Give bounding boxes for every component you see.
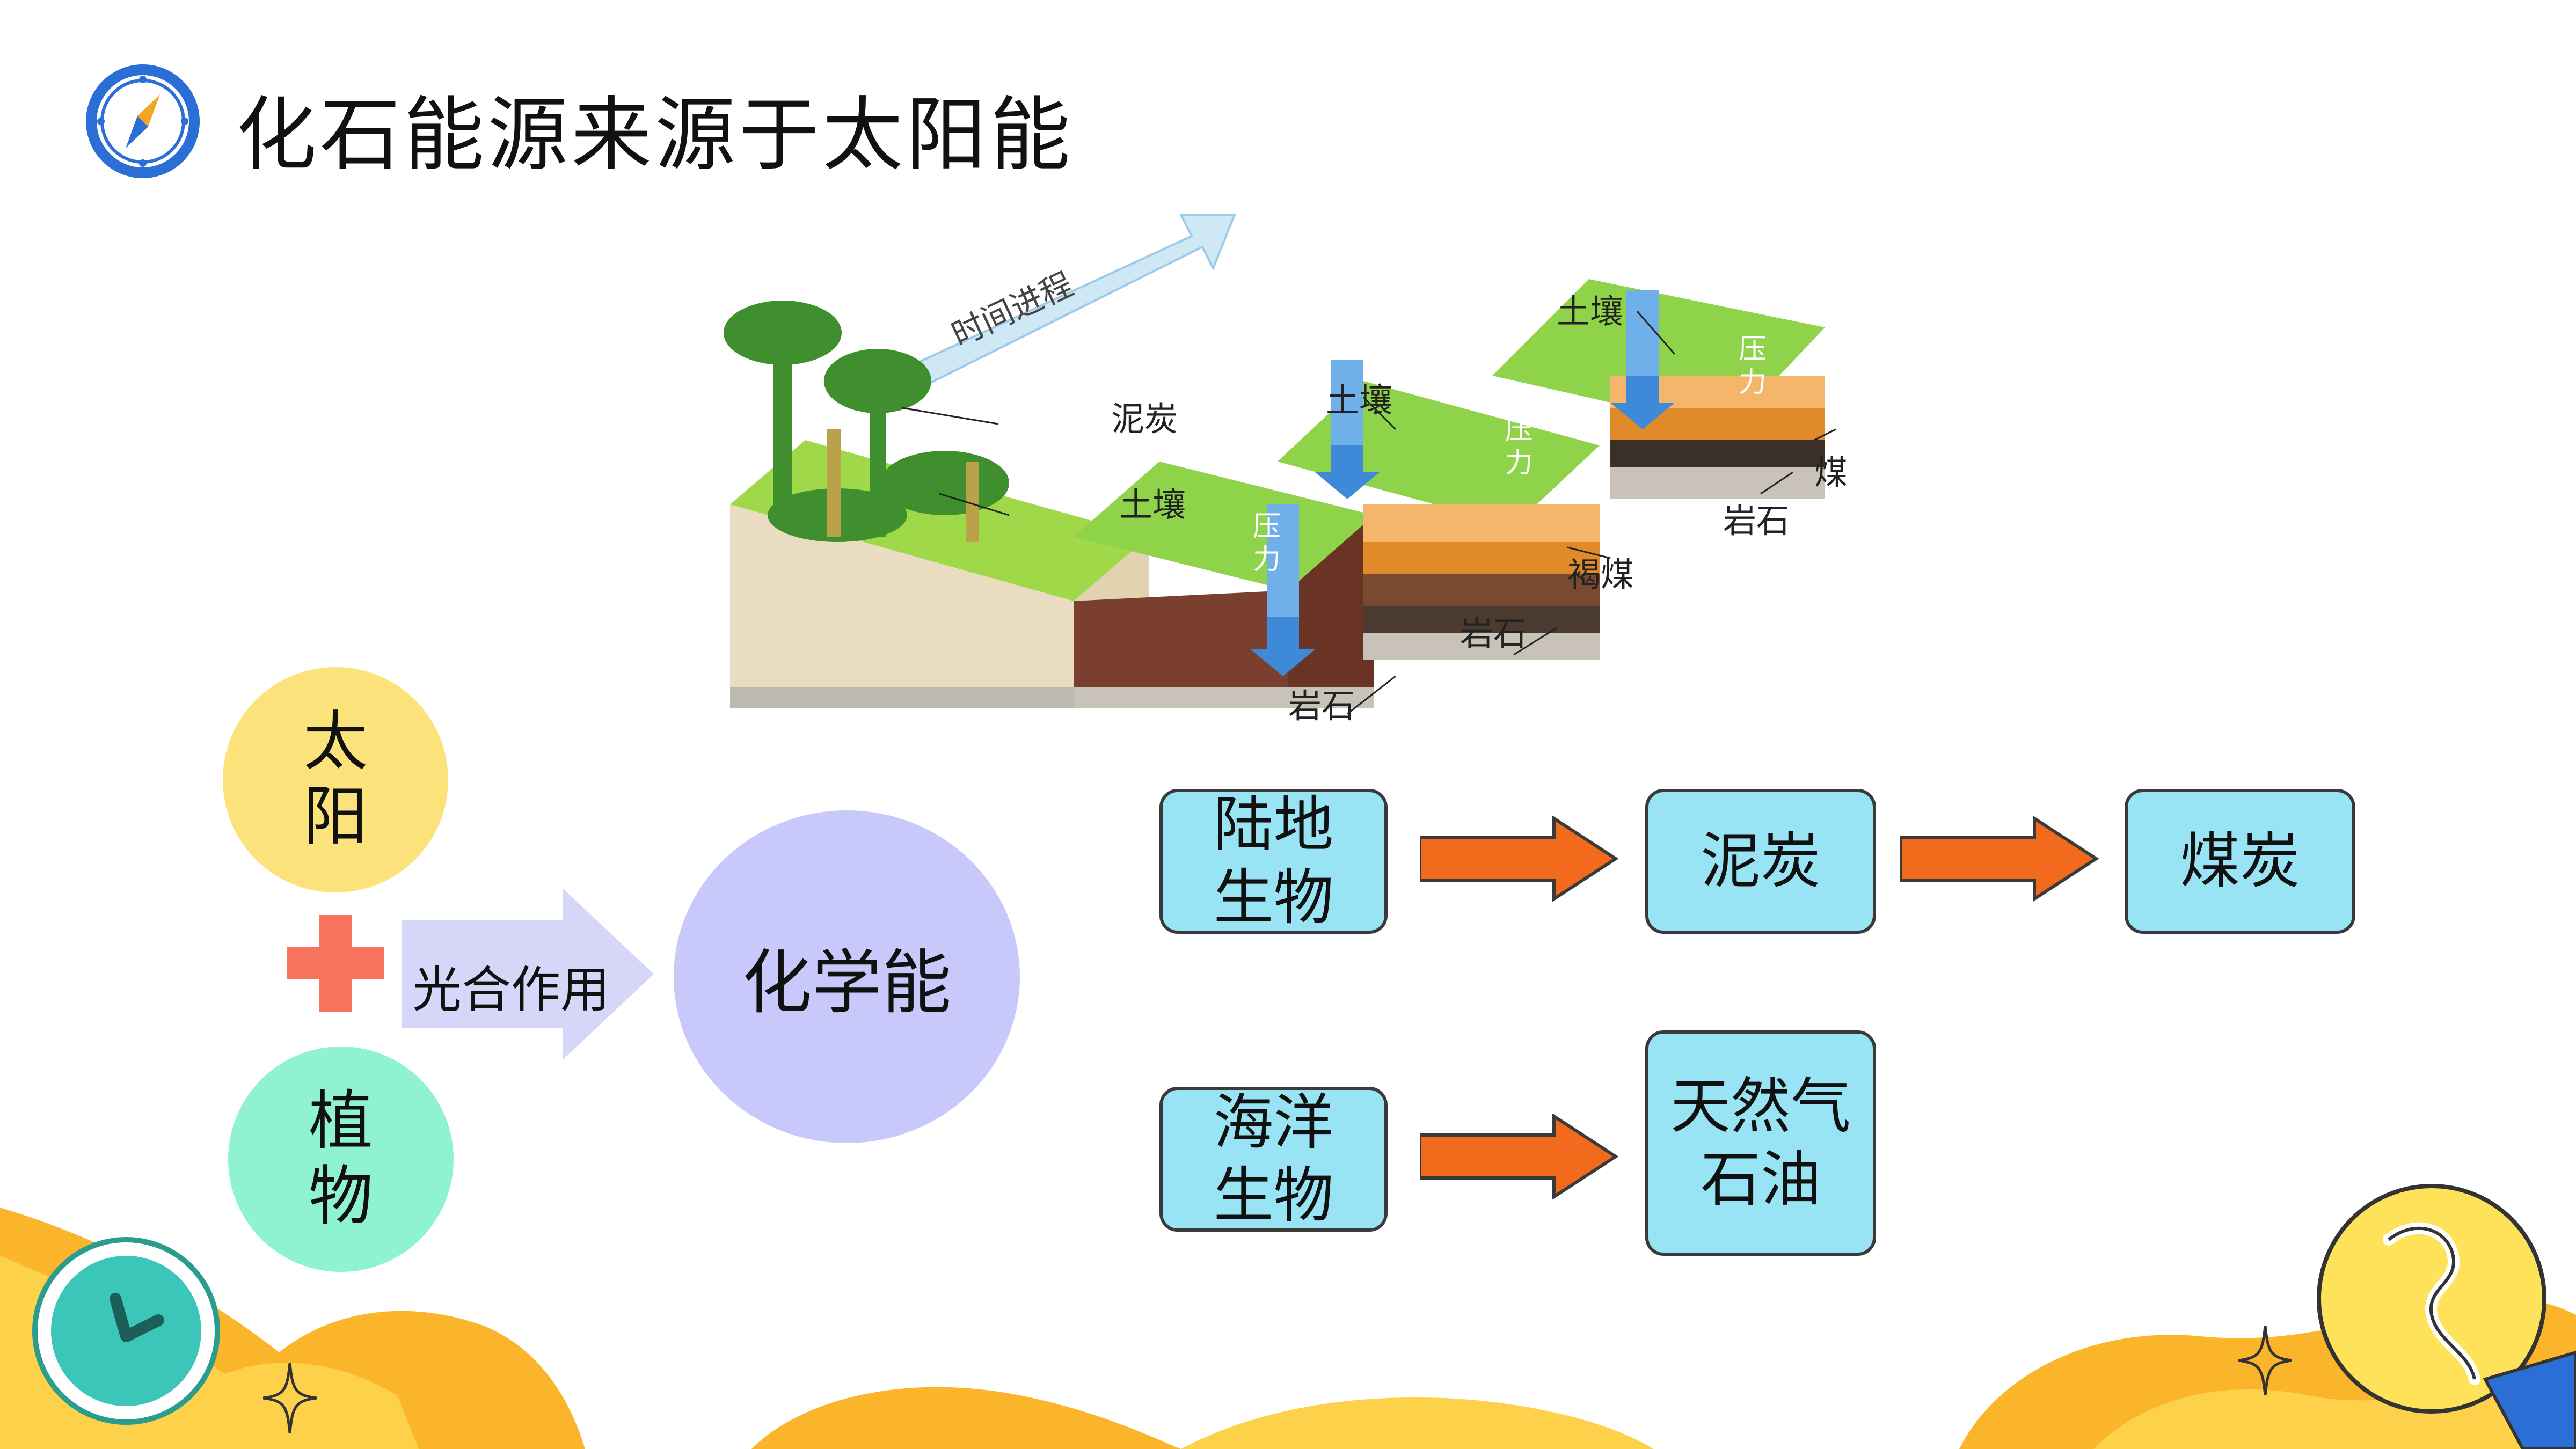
lightbulb-icon [2317,1184,2576,1449]
label-soil-3: 土壤 [1557,292,1624,331]
label-rock-2: 岩石 [1460,614,1527,653]
sparkle-icon [263,1363,317,1433]
photosynthesis-arrow [402,888,654,1060]
chemical-energy-label: 化学能 [742,942,952,1023]
coal-box: 煤炭 [2125,789,2355,934]
compass-icon [86,64,200,178]
label-rock-1: 岩石 [1288,686,1355,726]
label-rock-3: 岩石 [1723,501,1790,540]
photosynthesis-label: 光合作用 [412,961,610,1019]
label-peat: 泥炭 [1111,399,1178,438]
plant-circle: 植物 [228,1046,454,1272]
sun-circle: 太阳 [223,667,448,892]
gas-oil-box: 天然气石油 [1645,1030,1876,1256]
label-soil-1: 土壤 [1119,485,1186,524]
label-coal: 煤 [1814,453,1848,492]
flow-arrow-3 [1420,1114,1618,1199]
label-pressure-2: 压力 [1505,414,1533,479]
chemical-energy-circle: 化学能 [674,810,1020,1143]
land-organisms-box: 陆地生物 [1159,789,1388,934]
plant-label: 植物 [309,1084,373,1234]
sparkle-icon [2238,1326,2292,1395]
sun-label: 太阳 [303,705,368,854]
page-title: 化石能源来源于太阳能 [236,89,1074,182]
peat-box: 泥炭 [1645,789,1876,934]
flow-arrow-1 [1420,816,1618,902]
clock-icon [32,1237,220,1425]
label-lignite: 褐煤 [1567,555,1634,594]
plus-icon [287,915,384,1012]
coal-formation-illustration: 时间进程 [724,214,1836,715]
label-pressure-3: 压力 [1738,333,1767,399]
marine-organisms-box: 海洋生物 [1159,1087,1388,1232]
flow-arrow-2 [1900,816,2099,902]
label-pressure-1: 压力 [1252,510,1281,576]
label-soil-2: 土壤 [1326,380,1393,420]
